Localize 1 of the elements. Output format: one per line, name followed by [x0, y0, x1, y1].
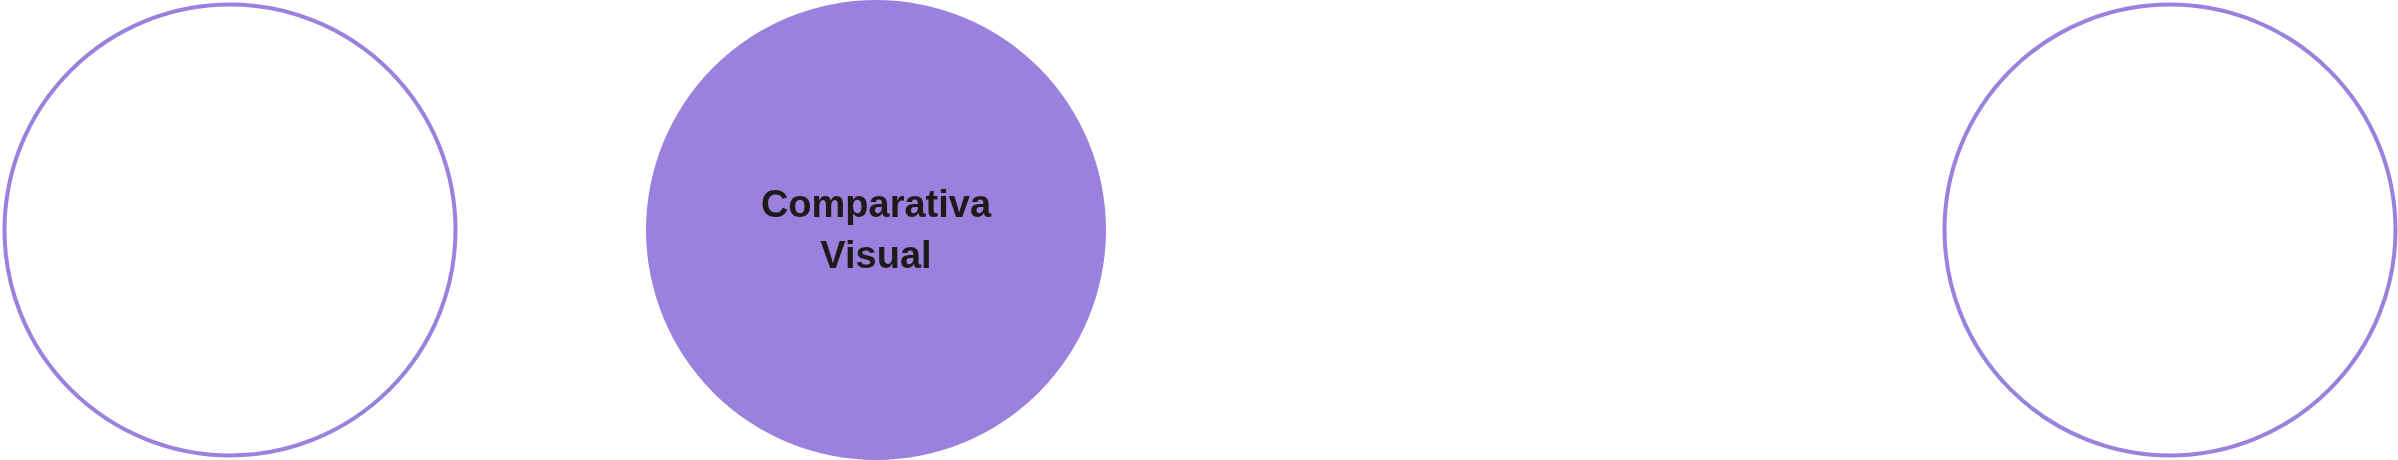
- circle-label: Comparativa Visual: [759, 181, 993, 278]
